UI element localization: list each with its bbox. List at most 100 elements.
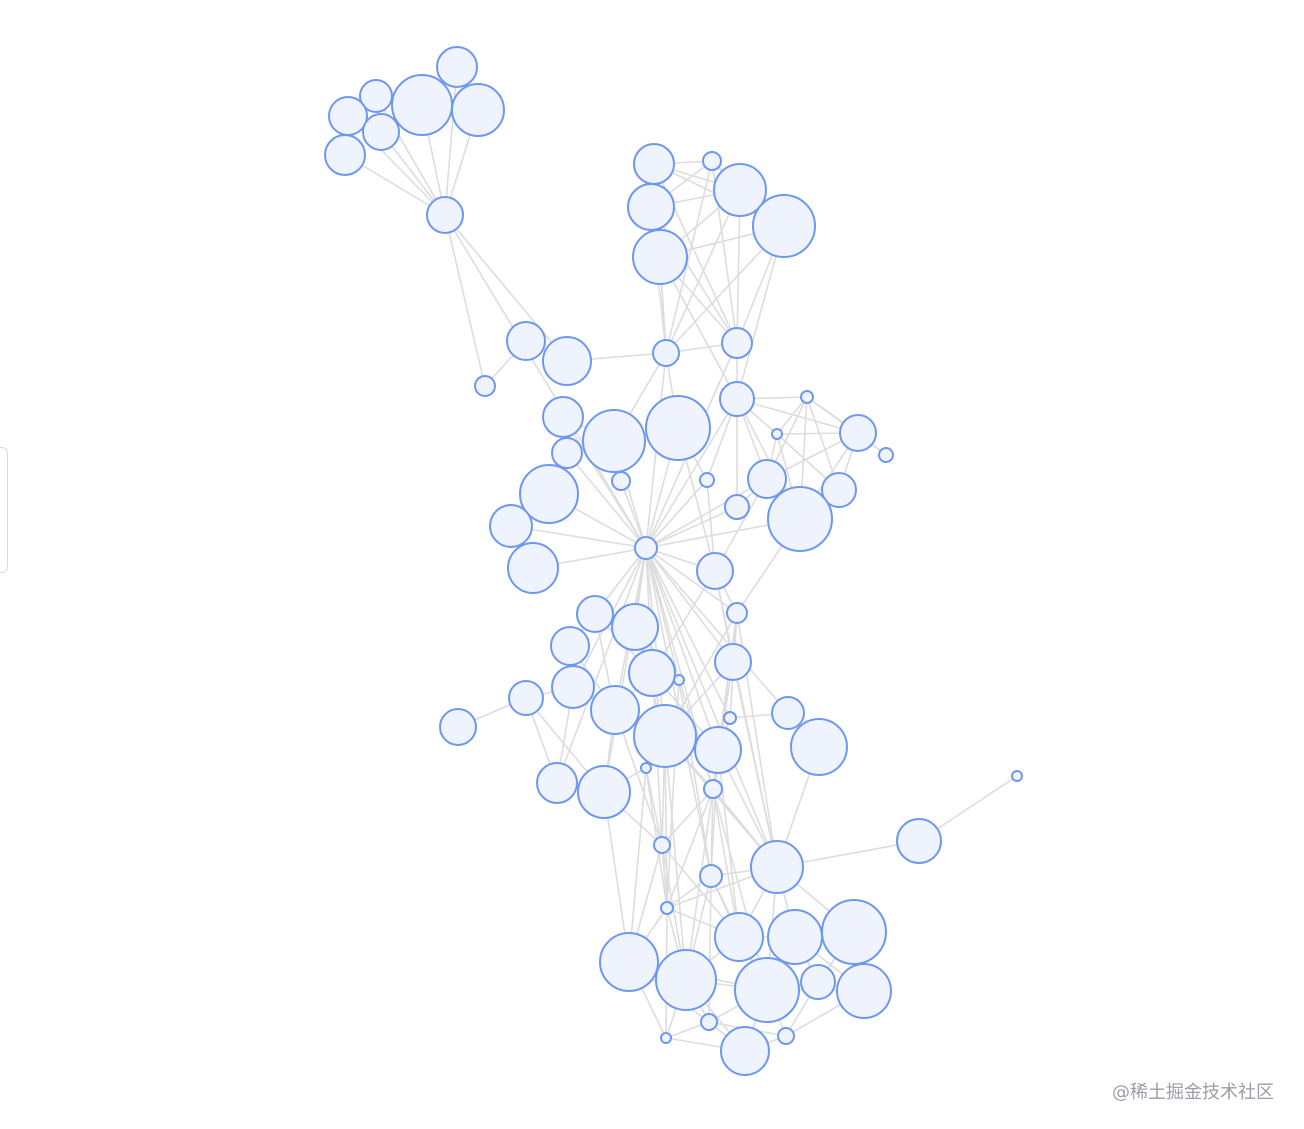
graph-node[interactable] — [771, 428, 783, 440]
graph-node[interactable] — [878, 447, 894, 463]
graph-node[interactable] — [645, 395, 711, 461]
graph-node[interactable] — [790, 718, 848, 776]
graph-node[interactable] — [652, 339, 680, 367]
graph-node[interactable] — [474, 375, 496, 397]
graph-node[interactable] — [696, 552, 734, 590]
graph-node[interactable] — [839, 414, 877, 452]
graph-node[interactable] — [702, 151, 722, 171]
watermark-text: @稀土掘金技术社区 — [1112, 1082, 1274, 1103]
graph-edge — [562, 416, 647, 549]
graph-node[interactable] — [632, 229, 688, 285]
graph-node[interactable] — [660, 901, 674, 915]
graph-node[interactable] — [577, 765, 631, 819]
graph-node[interactable] — [747, 459, 787, 499]
graph-node[interactable] — [324, 134, 366, 176]
graph-edge — [510, 525, 647, 549]
graph-edge — [712, 788, 740, 938]
graph-node[interactable] — [590, 685, 640, 735]
graph-node[interactable] — [507, 542, 559, 594]
graph-node[interactable] — [634, 536, 658, 560]
graph-node[interactable] — [703, 779, 723, 799]
graph-node[interactable] — [359, 79, 393, 113]
graph-node[interactable] — [611, 603, 659, 651]
graph-node[interactable] — [436, 46, 478, 88]
graph-node[interactable] — [391, 74, 453, 136]
graph-edge — [645, 547, 778, 868]
graph-node[interactable] — [724, 494, 750, 520]
graph-node[interactable] — [542, 336, 592, 386]
graph-edge — [712, 788, 768, 991]
graph-edge — [645, 547, 734, 663]
graph-node[interactable] — [720, 1026, 770, 1076]
graph-node[interactable] — [699, 864, 723, 888]
graph-node[interactable] — [896, 818, 942, 864]
graph-node[interactable] — [576, 595, 614, 633]
graph-node[interactable] — [673, 674, 685, 686]
graph-edge — [645, 547, 789, 714]
graph-node[interactable] — [800, 390, 814, 404]
graph-node[interactable] — [628, 649, 676, 697]
graph-node[interactable] — [767, 486, 833, 552]
graph-edge — [444, 214, 647, 549]
graph-node[interactable] — [723, 711, 737, 725]
graph-edge — [444, 214, 486, 387]
graph-edge — [603, 547, 647, 793]
graph-node[interactable] — [699, 472, 715, 488]
graph-node[interactable] — [640, 762, 652, 774]
graph-node[interactable] — [633, 143, 675, 185]
graph-node[interactable] — [700, 1013, 718, 1031]
graph-node[interactable] — [582, 409, 646, 473]
graph-edge — [645, 479, 708, 549]
graph-node[interactable] — [777, 1027, 795, 1045]
graph-node[interactable] — [508, 680, 544, 716]
graph-node[interactable] — [611, 471, 631, 491]
graph-node[interactable] — [750, 840, 804, 894]
graph-node[interactable] — [726, 602, 748, 624]
graph-node[interactable] — [653, 836, 671, 854]
graph-node[interactable] — [439, 708, 477, 746]
graph-node[interactable] — [655, 949, 717, 1011]
graph-edge — [664, 735, 687, 981]
graph-edge — [556, 547, 647, 784]
graph-node[interactable] — [633, 704, 697, 768]
graph-node[interactable] — [714, 643, 752, 681]
graph-node[interactable] — [551, 665, 595, 709]
graph-node[interactable] — [506, 321, 546, 361]
graph-node[interactable] — [426, 196, 464, 234]
graph-edge — [444, 214, 568, 362]
graph-node[interactable] — [714, 912, 764, 962]
graph-node[interactable] — [550, 626, 590, 666]
graph-node[interactable] — [660, 1032, 672, 1044]
graph-edge — [628, 767, 647, 963]
graph-node[interactable] — [767, 909, 823, 965]
graph-node[interactable] — [542, 396, 584, 438]
side-panel-handle[interactable] — [0, 447, 8, 573]
graph-node[interactable] — [752, 194, 816, 258]
graph-node[interactable] — [734, 957, 800, 1023]
graph-node[interactable] — [721, 327, 753, 359]
graph-node[interactable] — [821, 899, 887, 965]
graph-node[interactable] — [836, 963, 892, 1019]
graph-edge — [645, 398, 738, 549]
graph-node[interactable] — [627, 183, 675, 231]
graph-node[interactable] — [821, 472, 857, 508]
graph-node[interactable] — [536, 762, 578, 804]
graph-node[interactable] — [328, 96, 368, 136]
graph-node[interactable] — [519, 464, 579, 524]
graph-node[interactable] — [1011, 770, 1023, 782]
graph-node[interactable] — [551, 437, 583, 469]
graph-node[interactable] — [489, 504, 533, 548]
graph-node[interactable] — [362, 113, 400, 151]
graph-edge — [665, 160, 713, 354]
graph-node[interactable] — [451, 83, 505, 137]
graph-node[interactable] — [771, 696, 805, 730]
graph-node[interactable] — [719, 381, 755, 417]
graph-node[interactable] — [713, 163, 767, 217]
graph-node[interactable] — [599, 932, 659, 992]
graph-edge — [776, 396, 808, 435]
node-layer — [324, 46, 1023, 1076]
graph-node[interactable] — [694, 726, 742, 774]
graph-node[interactable] — [800, 964, 836, 1000]
